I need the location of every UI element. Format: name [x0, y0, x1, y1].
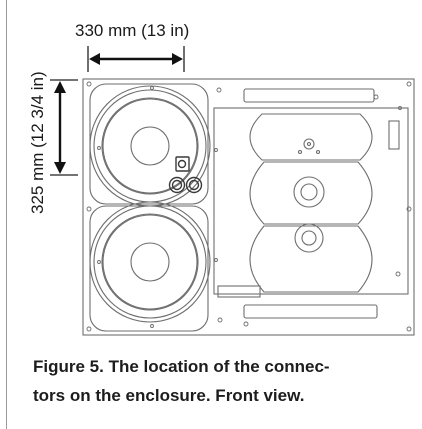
height-dimension-label: 325 mm (12 3/4 in) — [28, 71, 47, 214]
connectors — [168, 156, 203, 194]
figure-caption-line-1: Figure 5. The location of the connec- — [33, 357, 330, 376]
upper-woofer — [89, 85, 211, 207]
figure-caption: Figure 5. The location of the connec- to… — [33, 352, 413, 410]
enclosure-outline — [82, 78, 415, 336]
middle-lens — [249, 161, 373, 225]
upper-lens — [249, 113, 373, 161]
height-dimension: 325 mm (12 3/4 in) — [28, 71, 78, 214]
figure-caption-line-2: tors on the enclosure. Front view. — [33, 386, 305, 405]
width-dimension: 330 mm (13 in) — [75, 21, 189, 72]
tweeter — [297, 138, 321, 155]
mid-driver-2 — [294, 223, 324, 253]
enclosure-front-view-diagram: 330 mm (13 in) 325 mm (12 3/4 in) — [28, 21, 415, 336]
left-rule — [6, 0, 7, 429]
lower-lens — [249, 225, 373, 293]
mid-driver-1 — [293, 176, 325, 208]
width-dimension-label: 330 mm (13 in) — [75, 21, 189, 40]
lower-woofer — [89, 201, 211, 323]
screw-holes — [86, 81, 412, 332]
